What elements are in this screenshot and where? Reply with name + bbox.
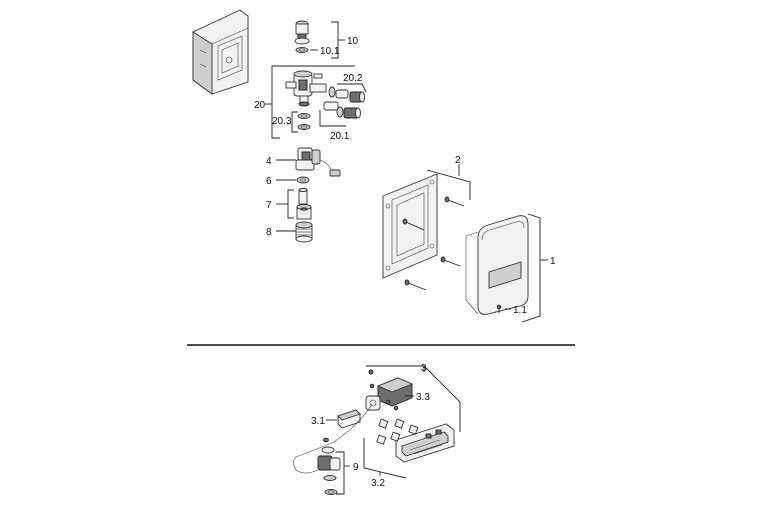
part-9-solenoid-cable <box>293 403 373 495</box>
label-7: 7 <box>266 200 272 211</box>
part-3-small-screws <box>368 369 399 411</box>
callout-9: 9 <box>336 451 359 495</box>
part-4-solenoid <box>295 147 341 177</box>
part-3-2-housing <box>395 423 455 463</box>
part-10-cartridge <box>294 20 310 53</box>
callout-2: 2 <box>426 155 471 200</box>
label-20: 20 <box>254 100 266 111</box>
callout-20: 20 20.2 20.1 20.3 <box>254 65 367 142</box>
label-3-3: 3.3 <box>416 392 430 403</box>
label-10: 10 <box>347 36 359 47</box>
part-1-cover-plate <box>465 215 529 315</box>
label-1: 1 <box>550 256 556 267</box>
callout-4: 4 <box>266 156 296 167</box>
label-20-1: 20.1 <box>330 131 350 142</box>
label-8: 8 <box>266 227 272 238</box>
part-2-frame <box>382 173 438 279</box>
label-10-1: 10.1 <box>320 46 340 57</box>
part-7-filter <box>296 188 312 220</box>
part-3-1-battery <box>337 409 361 429</box>
callout-3-1: 3.1 <box>311 416 337 427</box>
part-20-3-seals <box>297 113 311 130</box>
callout-1: 1 <box>521 213 556 323</box>
part-2-screws <box>402 196 465 291</box>
label-20-3: 20.3 <box>272 116 292 127</box>
label-2: 2 <box>455 155 461 166</box>
label-20-2: 20.2 <box>343 73 363 84</box>
part-20-2-parts <box>328 86 365 103</box>
label-6: 6 <box>266 176 272 187</box>
label-3: 3 <box>421 363 427 374</box>
mounting-box <box>192 9 249 95</box>
part-8-nipple: 8 <box>266 221 313 243</box>
part-6-washer: 6 <box>266 176 310 187</box>
callout-7: 7 <box>266 189 294 219</box>
part-3-clips <box>376 418 419 445</box>
callout-10: 10 10.1 <box>310 21 359 59</box>
callout-3-2: 3.2 <box>363 438 407 489</box>
label-1-1: 1.1 <box>513 305 527 316</box>
callout-3-3: 3.3 <box>405 392 430 403</box>
part-1-1-screw: 1.1 <box>496 304 527 316</box>
label-9: 9 <box>353 462 359 473</box>
callout-3: 3 <box>366 363 461 432</box>
label-3-2: 3.2 <box>371 478 385 489</box>
part-3-3-sensor-module <box>365 377 414 411</box>
label-4: 4 <box>266 156 272 167</box>
part-20-1-parts <box>323 101 361 119</box>
part-20-valve <box>285 70 327 107</box>
label-3-1: 3.1 <box>311 416 325 427</box>
